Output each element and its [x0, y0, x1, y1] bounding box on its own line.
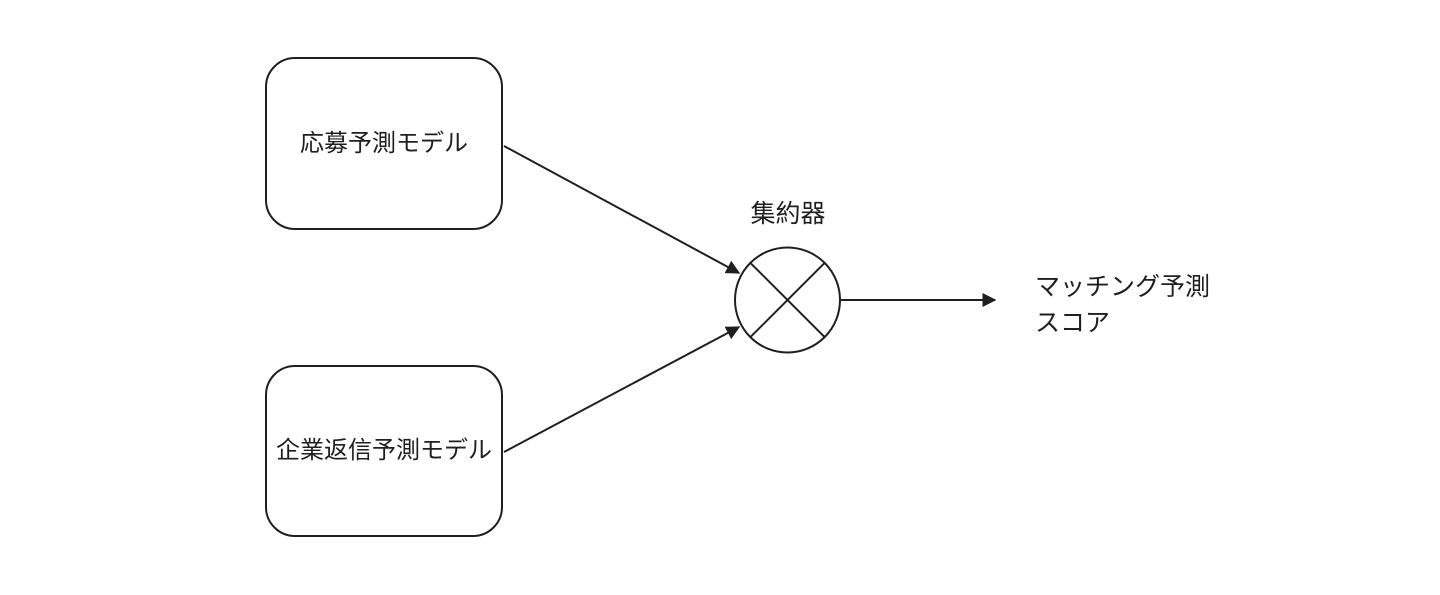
aggregator-label: 集約器	[750, 200, 826, 228]
output-label-line-2: スコア	[1035, 309, 1111, 337]
output-label: マッチング予測 スコア	[1035, 269, 1210, 341]
arrow-application-to-aggregator	[503, 145, 741, 274]
node-application-model: 応募予測モデル	[265, 57, 503, 230]
arrow-company-reply-to-aggregator	[503, 326, 741, 453]
node-company-reply-model-label: 企業返信予測モデル	[276, 437, 492, 465]
aggregator-node	[734, 246, 841, 354]
aggregator-cross-line-2	[749, 262, 826, 338]
node-company-reply-model: 企業返信予測モデル	[265, 365, 503, 537]
output-label-line-1: マッチング予測	[1035, 273, 1211, 301]
node-application-model-label: 応募予測モデル	[300, 129, 468, 157]
